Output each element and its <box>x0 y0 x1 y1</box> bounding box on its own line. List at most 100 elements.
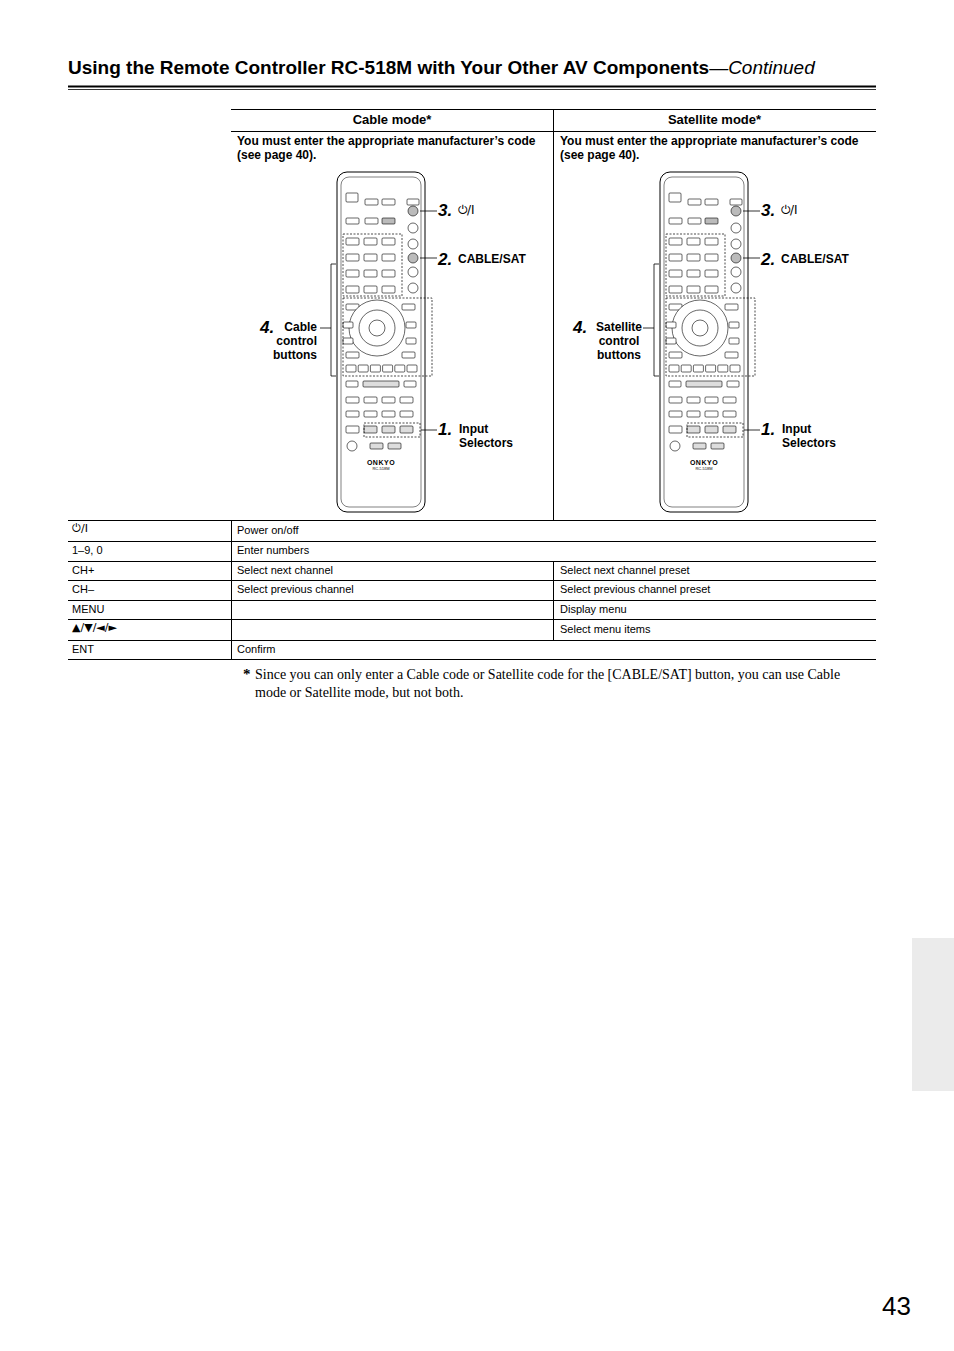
remote-button <box>382 199 395 205</box>
enter-button <box>692 320 708 336</box>
note: You must enter the appropriate manufactu… <box>560 135 860 163</box>
remote-button <box>681 365 691 372</box>
remote-button <box>363 381 399 387</box>
remote-button <box>669 218 682 224</box>
remote-button <box>383 365 393 372</box>
callout-number: 4. <box>573 318 593 338</box>
remote-button <box>388 443 401 449</box>
button-name: CABLE/SAT <box>781 253 871 267</box>
remote-button <box>669 286 682 293</box>
remote-button <box>725 352 738 358</box>
remote-button <box>669 381 681 387</box>
page-number: 43 <box>882 1292 922 1322</box>
callout-number: 3. <box>438 201 458 221</box>
remote-button <box>364 397 377 403</box>
remote-button <box>669 270 682 277</box>
remote-button <box>408 223 418 233</box>
remote-button <box>705 426 718 433</box>
model-name: RC-518M <box>360 467 402 472</box>
remote-button <box>687 397 700 403</box>
table-rule <box>68 640 876 641</box>
leader-line <box>643 328 654 329</box>
remote-button <box>346 381 358 387</box>
cursor-dial <box>349 300 405 356</box>
table-cell: 1–9, 0 <box>72 544 222 557</box>
remote-button <box>382 238 395 245</box>
table-cell: Select next channel preset <box>560 564 860 577</box>
brand-logo: ONKYO <box>678 459 730 467</box>
button-name: CABLE/SAT <box>458 253 548 267</box>
remote-button <box>731 267 741 277</box>
button-symbol: ⏻/I <box>781 204 821 218</box>
remote-button <box>346 352 359 358</box>
remote-button <box>669 397 682 403</box>
remote-button <box>402 304 415 310</box>
remote-button <box>364 286 377 293</box>
table-cell: Select menu items <box>560 623 860 636</box>
remote-button <box>706 365 716 372</box>
remote-button <box>382 218 395 224</box>
remote-button <box>711 443 724 449</box>
remote-button <box>669 238 682 245</box>
remote-button <box>406 338 416 344</box>
remote-button <box>402 352 415 358</box>
table-cell: Display menu <box>560 603 860 616</box>
remote-button <box>729 322 739 328</box>
control-group-outline <box>666 234 725 296</box>
table-rule <box>68 659 876 660</box>
remote-button <box>408 267 418 277</box>
column-heading: Cable mode* <box>231 113 553 128</box>
remote-button <box>687 238 700 245</box>
button-symbol: ⏻/I <box>458 204 498 218</box>
remote-button <box>346 193 358 202</box>
table-cell: ENT <box>72 643 222 656</box>
remote-button <box>346 286 359 293</box>
remote-button <box>400 426 413 433</box>
remote-control <box>643 172 760 512</box>
column-heading: Satellite mode* <box>553 113 876 128</box>
cable-sat-button <box>408 253 418 263</box>
remote-button <box>687 411 700 417</box>
cursor-dial <box>672 300 728 356</box>
remote-button <box>382 286 395 293</box>
remote-button <box>404 381 416 387</box>
remote-button <box>687 286 700 293</box>
table-cell: Power on/off <box>237 524 537 537</box>
remote-button <box>382 411 395 417</box>
table-rule <box>68 520 876 521</box>
table-rule <box>68 561 876 562</box>
remote-button <box>382 270 395 277</box>
remote-button <box>686 381 722 387</box>
remote-button <box>346 397 359 403</box>
leader-line <box>743 258 760 259</box>
remote-button <box>364 411 377 417</box>
remote-button <box>346 254 359 261</box>
remote-button <box>687 270 700 277</box>
remote-button <box>408 283 418 293</box>
remote-button <box>669 352 682 358</box>
table-divider <box>231 520 232 659</box>
input-group-outline <box>364 423 420 437</box>
remote-button <box>705 270 718 277</box>
remote-button <box>347 441 357 451</box>
remote-button <box>364 238 377 245</box>
note: You must enter the appropriate manufactu… <box>237 135 537 163</box>
table-divider <box>553 561 554 640</box>
title-rule <box>68 86 876 88</box>
callout-number: 3. <box>761 201 781 221</box>
remote-button <box>669 365 679 372</box>
remote-button <box>705 199 718 205</box>
remote-button <box>687 254 700 261</box>
remote-button <box>382 397 395 403</box>
remote-button <box>731 223 741 233</box>
remote-button <box>365 218 378 224</box>
brand-logo: ONKYO <box>355 459 407 467</box>
cursor-dial-ring <box>682 310 718 346</box>
remote-button <box>669 254 682 261</box>
footnote: Since you can only enter a Cable code or… <box>255 666 870 702</box>
remote-button <box>723 426 736 433</box>
remote-button <box>370 443 383 449</box>
table-cell: Select next channel <box>237 564 537 577</box>
power-button <box>408 206 418 216</box>
callout-text: Satellite control buttons <box>588 321 650 362</box>
